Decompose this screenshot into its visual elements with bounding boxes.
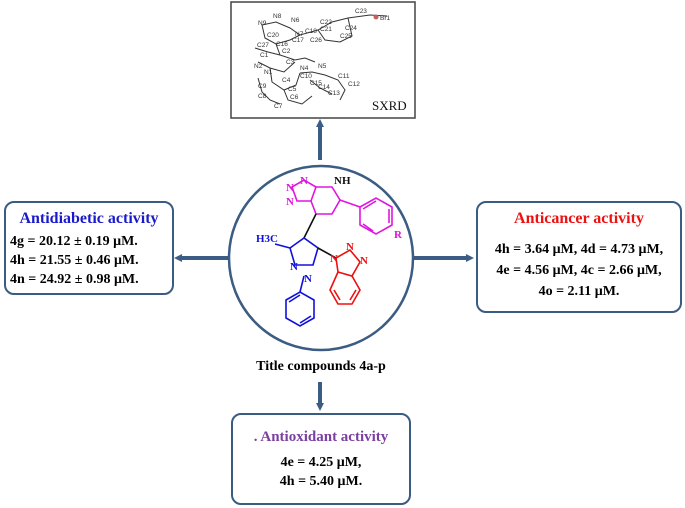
atom-label: C4 <box>282 77 291 84</box>
atom-label: C9 <box>258 83 267 90</box>
atom-label: N1 <box>264 69 273 76</box>
atom-label: C5 <box>288 86 297 93</box>
antioxidant-value: 4e = 4.25 μM, <box>280 455 362 470</box>
crystal-structure-drawing <box>254 14 388 105</box>
anticancer-title: Anticancer activity <box>514 210 644 227</box>
atom-label: NH <box>334 175 351 187</box>
compound-caption: Title compounds 4a-p <box>256 359 386 374</box>
atom-label: N2 <box>254 63 263 70</box>
atom-label: C11 <box>338 73 350 80</box>
atom-label: N <box>330 253 338 265</box>
antidiabetic-value: 4n = 24.92 ± 0.98 μM. <box>10 272 139 287</box>
atom-label: C17 <box>292 37 304 44</box>
atom-label: N <box>304 273 312 285</box>
atom-label: N9 <box>258 20 267 27</box>
atom-label: N6 <box>291 17 300 24</box>
atom-label: C1 <box>260 52 269 59</box>
atom-label: N5 <box>318 63 327 70</box>
atom-label: N <box>360 255 368 267</box>
sxrd-tag: SXRD <box>372 98 407 113</box>
atom-label: C3 <box>286 59 295 66</box>
atom-label: C6 <box>290 94 299 101</box>
substituent-r-label: R <box>394 229 403 241</box>
antidiabetic-value: 4h = 21.55 ± 0.46 μM. <box>10 253 139 268</box>
antioxidant-panel: . Antioxidant activity 4e = 4.25 μM, 4h … <box>231 413 411 505</box>
atom-label: Br1 <box>380 15 391 22</box>
antioxidant-value: 4h = 5.40 μM. <box>279 474 363 489</box>
atom-label: C13 <box>328 90 340 97</box>
atom-label: N <box>286 182 294 194</box>
antidiabetic-value: 4g = 20.12 ± 0.19 μM. <box>10 234 138 249</box>
xray-structure-panel: N8 N9 N6 C23 Br1 C20 C22 C24 N7 C18 C27 … <box>230 1 416 119</box>
atom-label: C7 <box>274 103 283 110</box>
anticancer-value: 4e = 4.56 μM, 4c = 2.66 μM, <box>496 263 662 278</box>
atom-label: C20 <box>267 32 279 39</box>
atom-label: C22 <box>320 19 332 26</box>
atom-label: C15 <box>310 80 322 87</box>
anticancer-value: 4h = 3.64 μM, 4d = 4.73 μM, <box>494 242 664 257</box>
atom-label: C12 <box>348 81 360 88</box>
methyl-label: H3C <box>256 233 278 245</box>
atom-label: C14 <box>318 84 330 91</box>
atom-label: C25 <box>340 33 352 40</box>
bromine-atom-icon <box>373 14 379 20</box>
atom-label: C2 <box>282 48 291 55</box>
anticancer-panel: Anticancer activity 4h = 3.64 μM, 4d = 4… <box>476 201 682 313</box>
antidiabetic-title: Antidiabetic activity <box>19 210 159 227</box>
atom-label: N <box>286 196 294 208</box>
atom-label: C10 <box>300 73 312 80</box>
atom-label: C24 <box>345 25 357 32</box>
title-compound: N N N NH R H3C N N N N N Title compounds… <box>227 164 415 374</box>
atom-label: C18 <box>305 28 317 35</box>
atom-label: C27 <box>257 42 269 49</box>
atom-label: N8 <box>273 13 282 20</box>
antidiabetic-panel: Antidiabetic activity 4g = 20.12 ± 0.19 … <box>4 201 174 295</box>
atom-label: C26 <box>310 37 322 44</box>
atom-label: N4 <box>300 65 309 72</box>
atom-label: N <box>300 175 308 187</box>
antioxidant-title: . Antioxidant activity <box>253 429 389 445</box>
atom-label: C16 <box>276 41 288 48</box>
atom-label: C21 <box>320 26 332 33</box>
atom-label: N7 <box>295 31 304 38</box>
anticancer-value: 4o = 2.11 μM. <box>538 284 620 299</box>
atom-label: C23 <box>355 8 367 15</box>
connector-arrows <box>174 119 474 411</box>
atom-label: C8 <box>258 93 267 100</box>
compound-circle <box>227 164 415 352</box>
atom-label: N <box>346 241 354 253</box>
atom-label: N <box>290 261 298 273</box>
